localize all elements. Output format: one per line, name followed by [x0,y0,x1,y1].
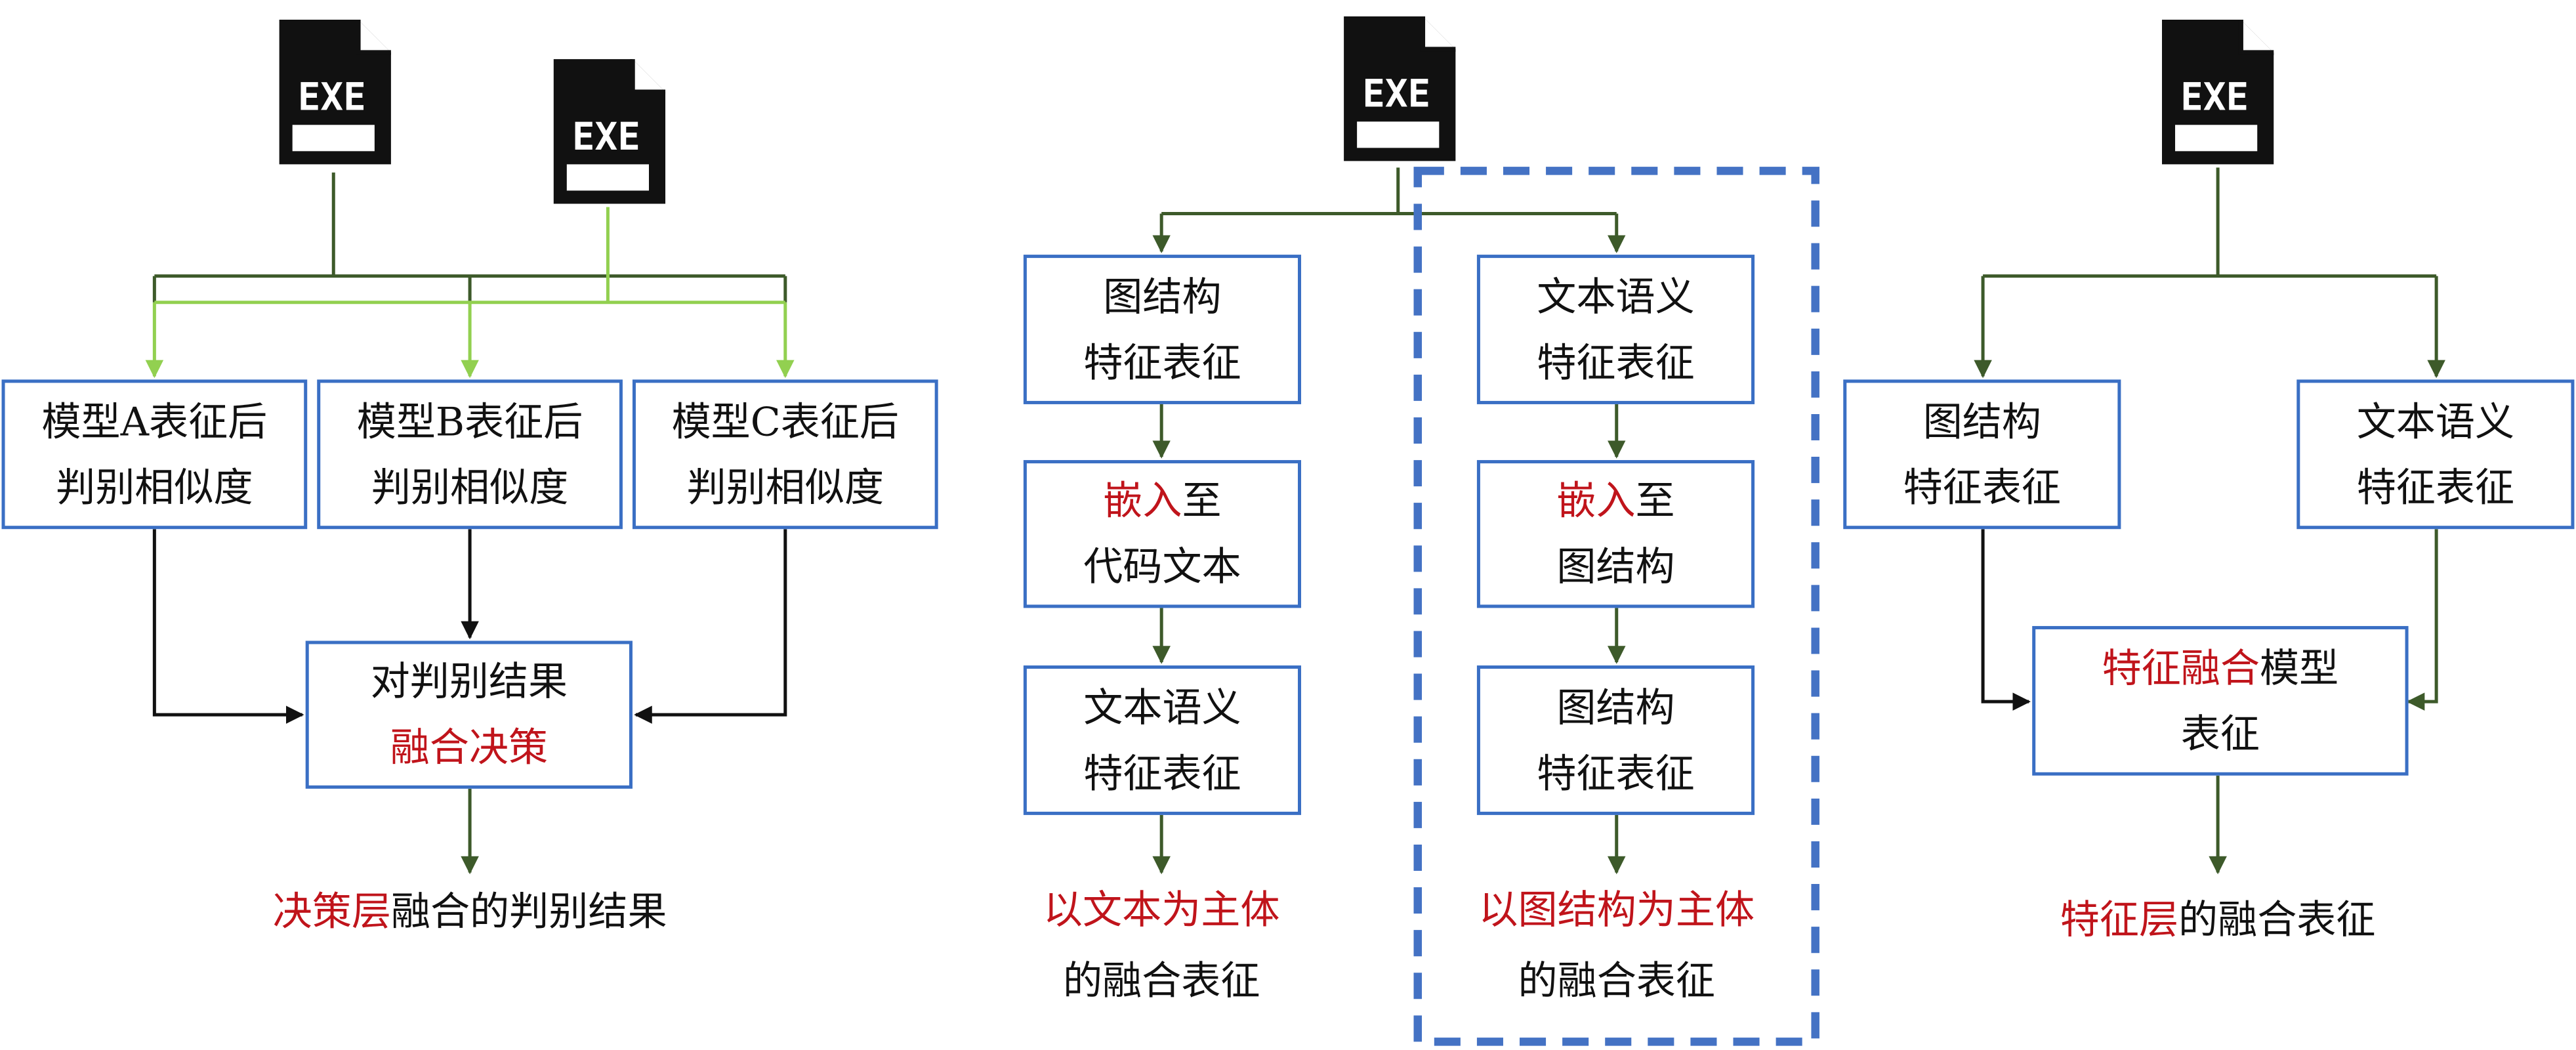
decision-fusion-line2: 融合决策 [390,724,549,771]
graph-centric-caption-line1: 以图结构为主体 [1478,887,1755,934]
graph-feature-line1: 图结构 [1922,398,2041,445]
text-centric-caption-line1: 以文本为主体 [1043,887,1280,934]
right-connectors [1974,167,2445,875]
embed-rest: 至 [1635,478,1675,524]
text-centric-caption: 以文本为主体 的融合表征 [997,876,1326,1017]
decision-fusion-box: 对判别结果 融合决策 [305,640,633,789]
feature-fusion-rest: 模型 [2259,644,2339,691]
graph-centric-caption: 以图结构为主体 的融合表征 [1428,876,1806,1017]
model-b-line1: 模型B表征后 [356,398,583,445]
text-feature-line1: 文本语义 [1083,684,1241,730]
model-c-line2: 判别相似度 [686,464,884,511]
embed-into-graph-box: 嵌入至 图结构 [1476,460,1755,608]
graph-centric-caption-line2: 的融合表征 [1518,957,1715,1004]
caption-emphasis: 特征层 [2060,897,2179,944]
text-feature-line1: 文本语义 [2356,398,2515,445]
left-fusion-connectors [152,529,787,724]
text-feature-line1: 文本语义 [1537,273,1695,320]
embed-rest: 至 [1182,478,1222,524]
embed-into-graph-line2: 图结构 [1556,543,1675,590]
text-feature-box: 文本语义 特征表征 [1476,255,1755,404]
right-graph-to-fusion-arrow [1981,529,2031,711]
graph-feature-box: 图结构 特征表征 [1476,665,1755,815]
model-a-box: 模型A表征后 判别相似度 [1,379,308,530]
model-a-line1: 模型A表征后 [41,398,268,445]
graph-feature-line2: 特征表征 [1903,464,2062,511]
model-c-line1: 模型C表征后 [671,398,900,445]
middle-connectors [1152,167,1626,875]
graph-feature-box: 图结构 特征表征 [1023,255,1302,404]
text-feature-box: 文本语义 特征表征 [2296,379,2575,530]
text-feature-line2: 特征表征 [1537,339,1695,386]
feature-fusion-box: 特征融合模型 表征 [2032,625,2409,776]
highlight-dashed-group [1413,167,1819,1046]
text-feature-line2: 特征表征 [2356,464,2515,511]
exe-file-icon [1344,16,1455,161]
feature-fusion-line1: 特征融合模型 [2102,635,2339,701]
graph-feature-line2: 特征表征 [1083,339,1241,386]
decision-fusion-line1: 对判别结果 [370,659,568,705]
graph-feature-box: 图结构 特征表征 [1843,379,2121,530]
caption-emphasis: 决策层 [272,889,391,935]
text-feature-box: 文本语义 特征表征 [1023,665,1302,815]
embed-emphasis: 嵌入 [1103,478,1182,524]
model-b-line2: 判别相似度 [371,464,569,511]
model-c-box: 模型C表征后 判别相似度 [632,379,938,530]
embed-emphasis: 嵌入 [1556,478,1636,524]
graph-feature-line1: 图结构 [1556,684,1675,730]
feature-fusion-line2: 表征 [2180,710,2260,757]
exe-file-icon [2162,20,2274,164]
caption-rest: 的融合表征 [2178,897,2376,944]
embed-into-text-line2: 代码文本 [1083,543,1241,590]
caption-rest: 融合的判别结果 [390,889,667,935]
text-centric-caption-line2: 的融合表征 [1062,957,1260,1004]
left-exe1-connectors [152,172,787,303]
exe-file-icon [554,59,665,203]
embed-into-text-line1: 嵌入至 [1103,469,1221,534]
model-b-box: 模型B表征后 判别相似度 [317,379,623,530]
decision-layer-caption: 决策层融合的判别结果 [224,877,717,948]
model-a-line2: 判别相似度 [56,464,253,511]
graph-feature-line2: 特征表征 [1537,749,1695,797]
embed-into-text-box: 嵌入至 代码文本 [1023,460,1302,608]
feature-layer-caption: 特征层的融合表征 [1972,886,2464,957]
text-feature-line2: 特征表征 [1083,749,1241,797]
feature-fusion-emphasis: 特征融合 [2102,644,2260,691]
left-exe2-connectors [145,207,795,379]
exe-file-icon [280,20,391,164]
graph-feature-line1: 图结构 [1103,273,1222,320]
embed-into-graph-line1: 嵌入至 [1556,469,1674,534]
